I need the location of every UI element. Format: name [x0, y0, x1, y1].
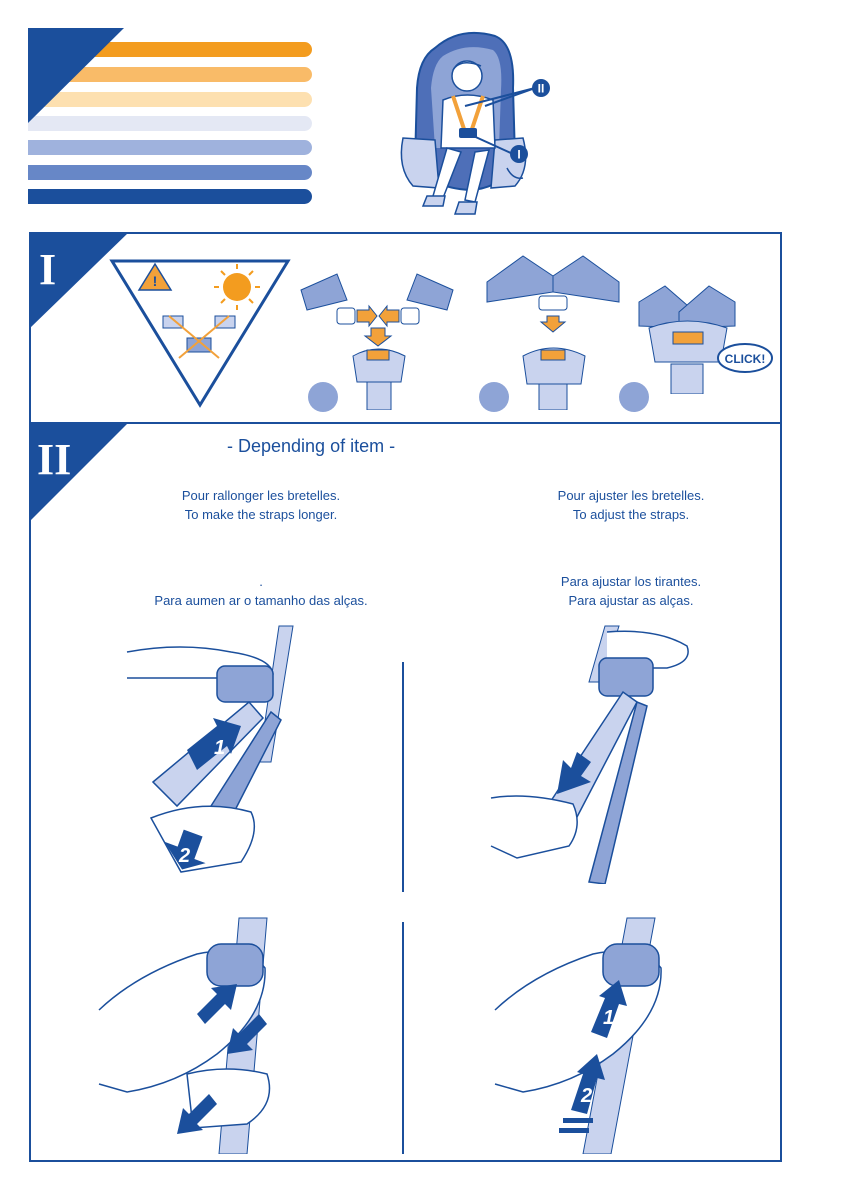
column-divider-lower: [402, 922, 404, 1154]
section-1-number: I: [39, 248, 56, 292]
column-divider: [402, 662, 404, 892]
right-instructions-bottom: Para ajustar los tirantes. Para ajustar …: [501, 572, 761, 610]
stripe-5: [28, 140, 312, 155]
step-circle-1: [308, 382, 338, 412]
warning-illustration: !: [109, 258, 291, 408]
right-text-pt: Para ajustar as alças.: [501, 591, 761, 610]
buckle-slide-illustration-left: [97, 914, 377, 1154]
buckle-step-3: CLICK!: [635, 284, 775, 394]
right-text-es: Para ajustar los tirantes.: [501, 572, 761, 591]
stripe-6: [28, 165, 312, 180]
right-instructions-top: Pour ajuster les bretelles. To adjust th…: [501, 486, 761, 524]
svg-text:1: 1: [603, 1007, 614, 1029]
buckle-slide-illustration-right: 1 2: [493, 914, 743, 1154]
left-instructions-top: Pour rallonger les bretelles. To make th…: [131, 486, 391, 524]
left-instructions-bottom: . Para aumen ar o tamanho das alças.: [131, 572, 391, 610]
header-triangle: [28, 28, 124, 123]
svg-text:2: 2: [580, 1085, 592, 1107]
car-seat-illustration: II I: [395, 28, 565, 228]
left-text-es: .: [131, 572, 391, 591]
section-2-title: - Depending of item -: [227, 436, 395, 457]
svg-text:1: 1: [214, 737, 225, 759]
svg-text:2: 2: [178, 845, 190, 867]
callout-marker-buckle: I: [517, 148, 520, 162]
svg-text:!: !: [153, 273, 158, 289]
left-text-fr: Pour rallonger les bretelles.: [131, 486, 391, 505]
stripe-7: [28, 189, 312, 204]
adjust-straps-illustration: [487, 622, 737, 884]
step-circle-3: [619, 382, 649, 412]
right-text-fr: Pour ajuster les bretelles.: [501, 486, 761, 505]
left-text-en: To make the straps longer.: [131, 505, 391, 524]
click-label: CLICK!: [725, 352, 766, 366]
section-1-panel: I !: [29, 232, 782, 424]
section-2-panel: II - Depending of item - Pour rallonger …: [29, 422, 782, 1162]
right-text-en: To adjust the straps.: [501, 505, 761, 524]
lengthen-straps-illustration: 1 2: [121, 622, 361, 884]
left-text-pt: Para aumen ar o tamanho das alças.: [131, 591, 391, 610]
section-2-number: II: [37, 438, 71, 482]
callout-marker-harness: II: [538, 82, 545, 96]
step-circle-2: [479, 382, 509, 412]
